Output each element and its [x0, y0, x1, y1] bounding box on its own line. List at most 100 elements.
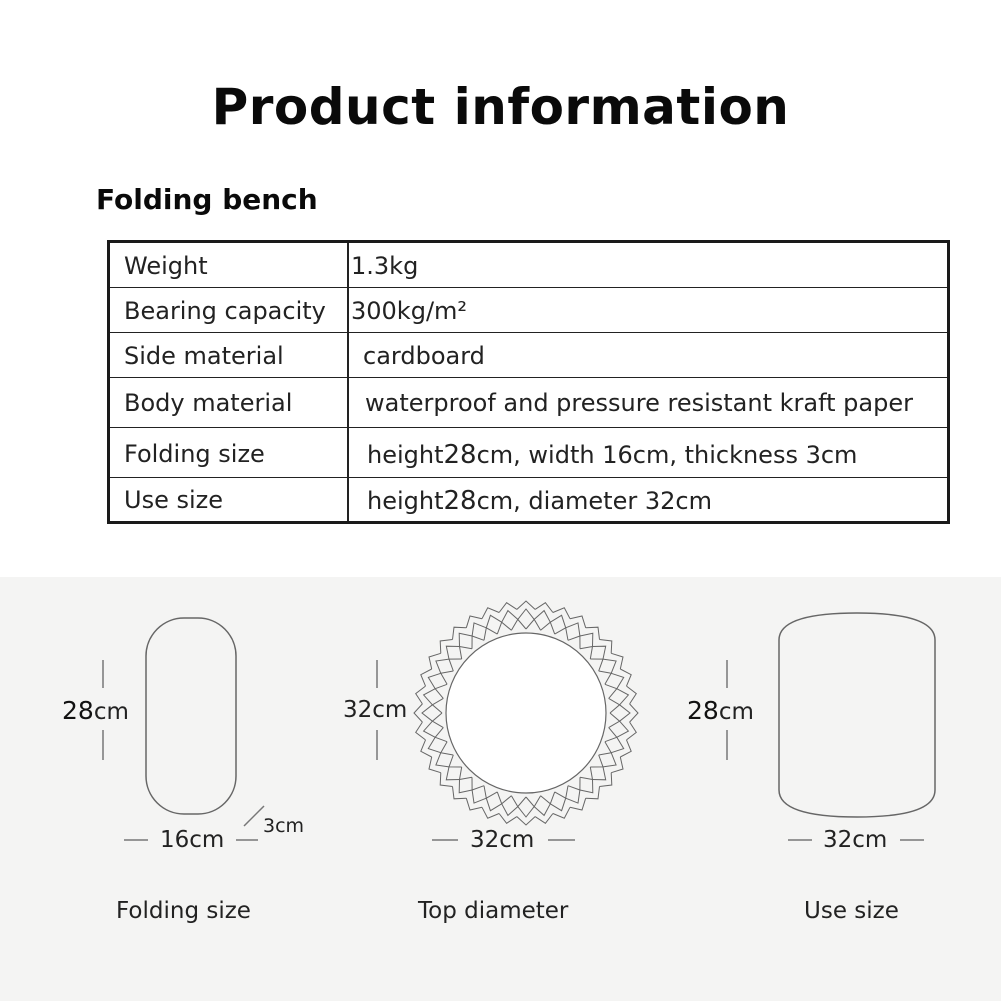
lattice-segment	[611, 737, 625, 754]
lattice-segment	[592, 645, 607, 660]
lattice-segment	[517, 608, 535, 620]
row-value: 1.3kg	[351, 252, 419, 280]
spec-table: Weight 1.3kg Bearing capacity 300kg/m² S…	[107, 240, 950, 524]
lattice-segment	[517, 806, 535, 818]
lattice-segment	[550, 798, 567, 812]
lattice-spike	[552, 607, 571, 619]
top-width-label: 32cm	[470, 827, 535, 853]
row-value: waterproof and pressure resistant kraft …	[365, 389, 913, 417]
lattice-spike	[439, 639, 453, 654]
table-row-weight: Weight 1.3kg	[110, 243, 947, 288]
lattice-spike	[620, 668, 632, 687]
lattice-segment	[540, 621, 556, 635]
lattice-spike	[626, 685, 637, 705]
lattice-spike	[439, 772, 453, 787]
lattice-segment	[533, 803, 551, 817]
lattice-spike	[498, 813, 518, 824]
lattice-segment	[431, 712, 444, 729]
lattice-segment	[496, 791, 512, 805]
lattice-spike	[452, 626, 467, 640]
lattice-spike	[611, 652, 624, 670]
lattice-spike	[629, 703, 639, 723]
table-row-side: Side material cardboard	[110, 333, 947, 378]
lattice-segment	[579, 779, 594, 794]
inner-circle	[445, 632, 607, 794]
lattice-segment	[445, 766, 460, 781]
lattice-segment	[483, 627, 498, 641]
folding-height-label: 28cm	[62, 696, 129, 725]
lattice-segment	[501, 803, 519, 817]
table-row-bearing: Bearing capacity 300kg/m²	[110, 288, 947, 333]
lattice-spike	[428, 756, 441, 774]
lattice-segment	[421, 704, 433, 722]
lattice-segment	[540, 791, 556, 805]
row-label: Folding size	[124, 440, 265, 468]
lattice-segment	[458, 632, 473, 647]
lattice-segment	[608, 712, 621, 729]
use-width-label: 32cm	[823, 827, 888, 853]
lattice-segment	[440, 741, 454, 756]
lattice-spike	[452, 786, 467, 800]
lattice-spike	[585, 786, 600, 800]
top-caption: Top diameter	[418, 898, 569, 924]
lattice-spike	[465, 615, 483, 628]
lattice-spike	[569, 615, 587, 628]
table-row-use: Use size height28cm, diameter 32cm	[110, 478, 947, 521]
lattice-segment	[598, 741, 612, 756]
lattice-segment	[471, 622, 487, 637]
lattice-segment	[422, 688, 436, 706]
lattice-spike	[620, 739, 632, 758]
cylinder-outline	[778, 612, 936, 818]
lattice-segment	[604, 683, 618, 699]
lattice-spike	[626, 721, 637, 741]
lattice-segment	[496, 621, 512, 635]
use-caption: Use size	[804, 898, 899, 924]
lattice-segment	[431, 697, 444, 714]
lattice-segment	[611, 672, 625, 689]
lattice-spike	[611, 756, 624, 774]
lattice-segment	[616, 688, 630, 706]
folding-thickness-label: 3cm	[263, 815, 305, 837]
lattice-spike	[481, 607, 500, 619]
lattice-segment	[565, 789, 581, 804]
lattice-spike	[516, 600, 536, 610]
row-value: height28cm, diameter 32cm	[367, 486, 712, 516]
lattice-segment	[435, 658, 450, 674]
lattice-segment	[604, 727, 618, 743]
lattice-segment	[501, 609, 519, 623]
lattice-spike	[415, 685, 426, 705]
lattice-spike	[552, 807, 571, 819]
lattice-segment	[565, 622, 581, 637]
folding-width-label: 16cm	[160, 827, 225, 853]
lattice-segment	[579, 632, 594, 647]
lattice-segment	[525, 618, 542, 631]
lattice-segment	[525, 795, 542, 808]
lattice-segment	[445, 645, 460, 660]
lattice-spike	[481, 807, 500, 819]
lattice-segment	[554, 785, 569, 799]
row-label: Body material	[124, 389, 293, 417]
use-height-label: 28cm	[687, 696, 754, 725]
lattice-spike	[534, 813, 554, 824]
lattice-spike	[599, 639, 613, 654]
lattice-ring	[413, 600, 639, 826]
lattice-spike	[569, 798, 587, 811]
lattice-segment	[440, 670, 454, 685]
lattice-segment	[510, 618, 527, 631]
row-value: height28cm, width 16cm, thickness 3cm	[367, 440, 858, 470]
row-value: cardboard	[363, 342, 485, 370]
table-row-body: Body material waterproof and pressure re…	[110, 378, 947, 428]
lattice-segment	[554, 627, 569, 641]
thickness-tick	[243, 805, 265, 827]
lattice-segment	[602, 752, 617, 768]
lattice-segment	[592, 766, 607, 781]
lattice-segment	[458, 779, 473, 794]
lattice-spike	[415, 721, 426, 741]
lattice-segment	[485, 798, 502, 812]
lattice-spike	[516, 816, 536, 826]
page-title: Product information	[211, 78, 790, 136]
lattice-segment	[550, 614, 567, 628]
lattice-spike	[534, 602, 554, 613]
folding-caption: Folding size	[116, 898, 251, 924]
lattice-segment	[427, 737, 441, 754]
